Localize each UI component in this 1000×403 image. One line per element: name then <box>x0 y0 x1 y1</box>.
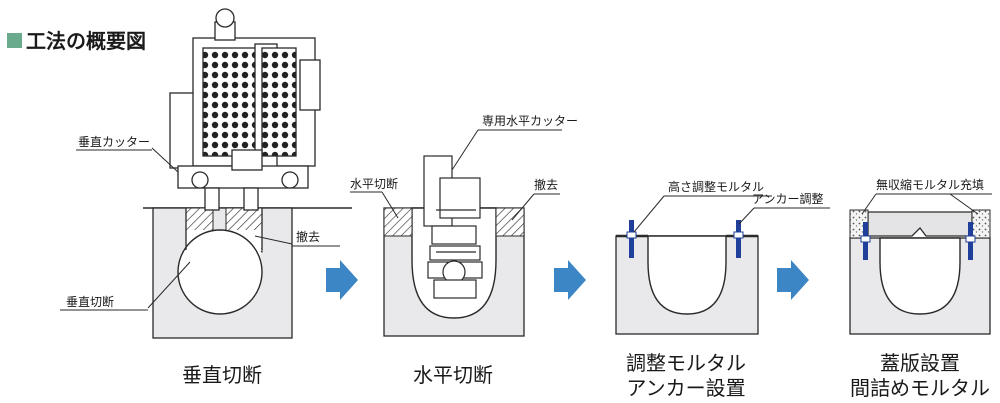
caption-mortar: 調整モルタル <box>626 351 746 375</box>
label-removal-2: 撤去 <box>534 177 558 192</box>
label-height-mortar: 高さ調整モルタル <box>668 179 764 194</box>
horizontal-cutter-machine <box>423 155 483 299</box>
channel-void <box>177 229 263 315</box>
label-horizontal-cut: 水平切断 <box>350 176 398 191</box>
step-horizontal-cut: 専用水平カッター 水平切断 撤去 水平切断 <box>350 114 578 387</box>
label-non-shrink-mortar: 無収縮モルタル充填 <box>876 177 984 192</box>
grout-fill <box>971 209 991 239</box>
anchor-bar <box>629 220 634 258</box>
step-lid-grout: 無収縮モルタル充填 蓋版設置 間詰めモルタル <box>849 177 992 400</box>
caption-vertical-cut: 垂直切断 <box>182 363 262 387</box>
label-anchor-adjust: アンカー調整 <box>752 191 824 206</box>
caption-anchor: アンカー設置 <box>626 376 745 400</box>
label-dedicated-cutter: 専用水平カッター <box>482 114 578 128</box>
caption-horizontal-cut: 水平切断 <box>413 363 493 387</box>
step-mortar-anchor: 高さ調整モルタル アンカー調整 調整モルタル アンカー設置 <box>615 179 830 400</box>
step-vertical-cut: 垂直カッター 撤去 垂直切断 垂直切断 <box>60 8 352 387</box>
vertical-cutter-machine <box>169 8 321 211</box>
caption-grout: 間詰めモルタル <box>850 376 990 400</box>
caption-lid: 蓋版設置 <box>880 351 960 375</box>
arrow-right-icon <box>777 260 809 300</box>
title-marker-icon <box>7 33 22 48</box>
anchor-bar <box>736 220 741 258</box>
label-vertical-cutter: 垂直カッター <box>78 135 150 149</box>
lid-plate <box>867 211 973 237</box>
page-title: 工法の概要図 <box>26 29 146 53</box>
arrow-right-icon <box>326 260 358 300</box>
arrow-right-icon <box>554 260 586 300</box>
label-removal: 撤去 <box>296 229 320 244</box>
label-vertical-cut: 垂直切断 <box>66 294 114 309</box>
